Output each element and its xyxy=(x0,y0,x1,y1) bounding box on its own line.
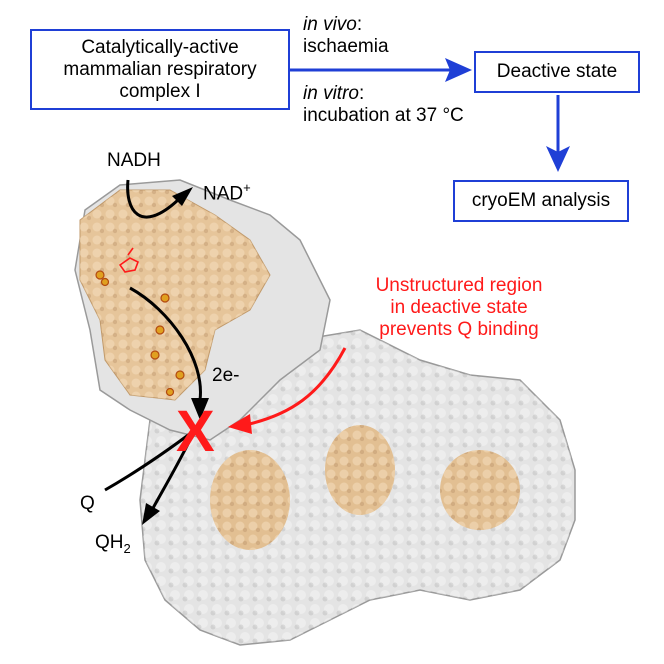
q-binding-block-x: X xyxy=(176,399,215,464)
annotation-line: prevents Q binding xyxy=(379,319,539,340)
in-vivo-label: in vivo xyxy=(303,14,357,35)
qh2-arrowhead xyxy=(142,503,160,525)
source-box-complex-i: Catalytically-active mammalian respirato… xyxy=(30,29,290,110)
in-vivo-condition: in vivo: ischaemia xyxy=(303,14,389,58)
annotation-line: in deactive state xyxy=(390,297,528,318)
source-line: Catalytically-active xyxy=(81,36,239,58)
source-line: complex I xyxy=(119,80,201,102)
in-vivo-text: ischaemia xyxy=(303,36,389,57)
in-vitro-label: in vitro xyxy=(303,83,359,104)
electrons-label: 2e- xyxy=(212,365,240,386)
cryoem-analysis-box: cryoEM analysis xyxy=(453,180,629,222)
blue-arrowhead-right xyxy=(445,58,472,82)
in-vivo-colon: : xyxy=(356,14,363,35)
q-label: Q xyxy=(80,493,95,514)
red-annotation-arrow xyxy=(244,347,347,427)
red-arrowhead xyxy=(228,414,252,434)
blue-arrowhead-down xyxy=(546,146,570,172)
nad-arrowhead xyxy=(172,187,193,206)
nadh-oxidation-arrow xyxy=(126,179,180,219)
electron-transfer-arrow xyxy=(129,286,202,401)
annotation-line: Unstructured region xyxy=(375,275,543,296)
q-reduction-arrow xyxy=(104,428,196,511)
iron-sulfur-clusters xyxy=(95,270,185,397)
nad-plus-label: NAD+ xyxy=(203,180,251,205)
qh2-label: QH2 xyxy=(95,532,131,556)
nadh-label: NADH xyxy=(107,150,161,171)
cryoem-analysis-label: cryoEM analysis xyxy=(471,190,611,211)
deactive-state-label: Deactive state xyxy=(496,61,618,82)
electron-arrowhead xyxy=(191,398,209,420)
in-vitro-condition: in vitro: incubation at 37 °C xyxy=(303,83,464,127)
in-vitro-text: incubation at 37 °C xyxy=(303,105,464,126)
source-line: mammalian respiratory xyxy=(63,58,257,80)
fmn-cofactor xyxy=(118,247,140,273)
in-vitro-colon: : xyxy=(358,83,365,104)
deactive-state-box: Deactive state xyxy=(474,51,640,93)
unstructured-region-annotation: Unstructured region in deactive state pr… xyxy=(352,275,566,341)
